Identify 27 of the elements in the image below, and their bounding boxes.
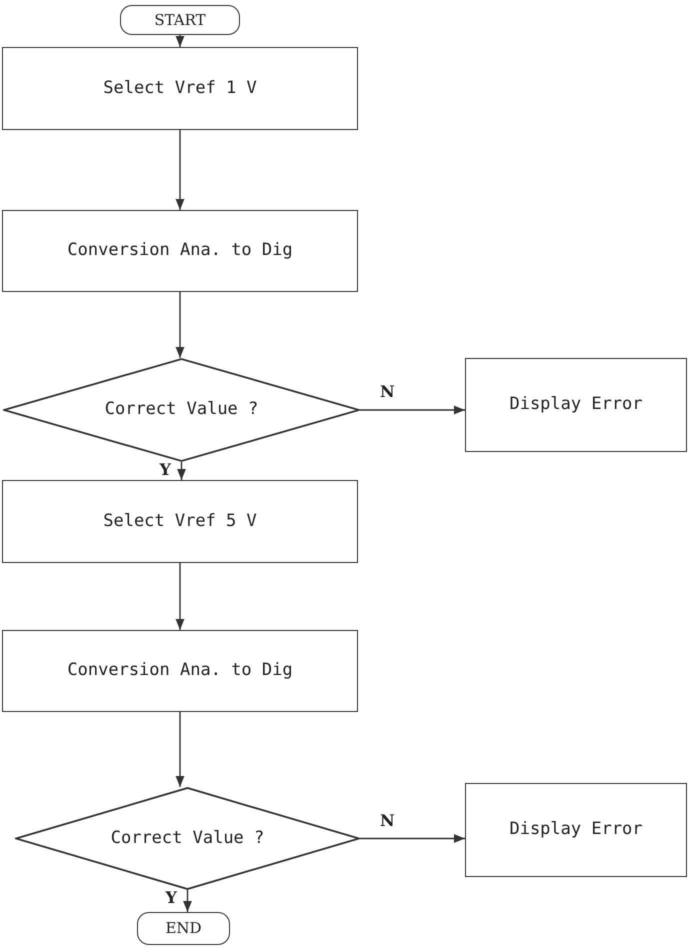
arrow bbox=[360, 834, 465, 843]
arrow bbox=[176, 35, 184, 47]
arrow bbox=[177, 462, 186, 480]
arrow bbox=[183, 890, 192, 912]
arrow bbox=[360, 406, 465, 414]
process-box bbox=[2, 47, 358, 130]
process-box bbox=[2, 630, 358, 712]
process-box bbox=[2, 480, 358, 563]
node-text: Correct Value ? bbox=[104, 398, 258, 422]
node-text: START bbox=[154, 10, 206, 31]
terminal-box bbox=[137, 912, 230, 945]
process-box bbox=[465, 783, 687, 877]
node-text: Correct Value ? bbox=[110, 826, 264, 850]
arrow bbox=[176, 130, 184, 210]
arrow bbox=[176, 563, 184, 630]
arrow bbox=[176, 292, 184, 358]
node-text: END bbox=[165, 918, 202, 940]
process-box bbox=[465, 358, 687, 452]
node-text: Select Vref 1 V bbox=[103, 76, 257, 100]
terminal-box bbox=[120, 5, 240, 35]
node-text: Conversion Ana. to Dig bbox=[67, 659, 293, 682]
arrow bbox=[176, 712, 184, 787]
node-text: Display Error bbox=[509, 393, 643, 416]
node-text: Conversion Ana. to Dig bbox=[67, 239, 293, 262]
node-text: Select Vref 5 V bbox=[103, 510, 257, 533]
node-text: Display Error bbox=[509, 818, 643, 842]
process-box bbox=[2, 210, 358, 292]
